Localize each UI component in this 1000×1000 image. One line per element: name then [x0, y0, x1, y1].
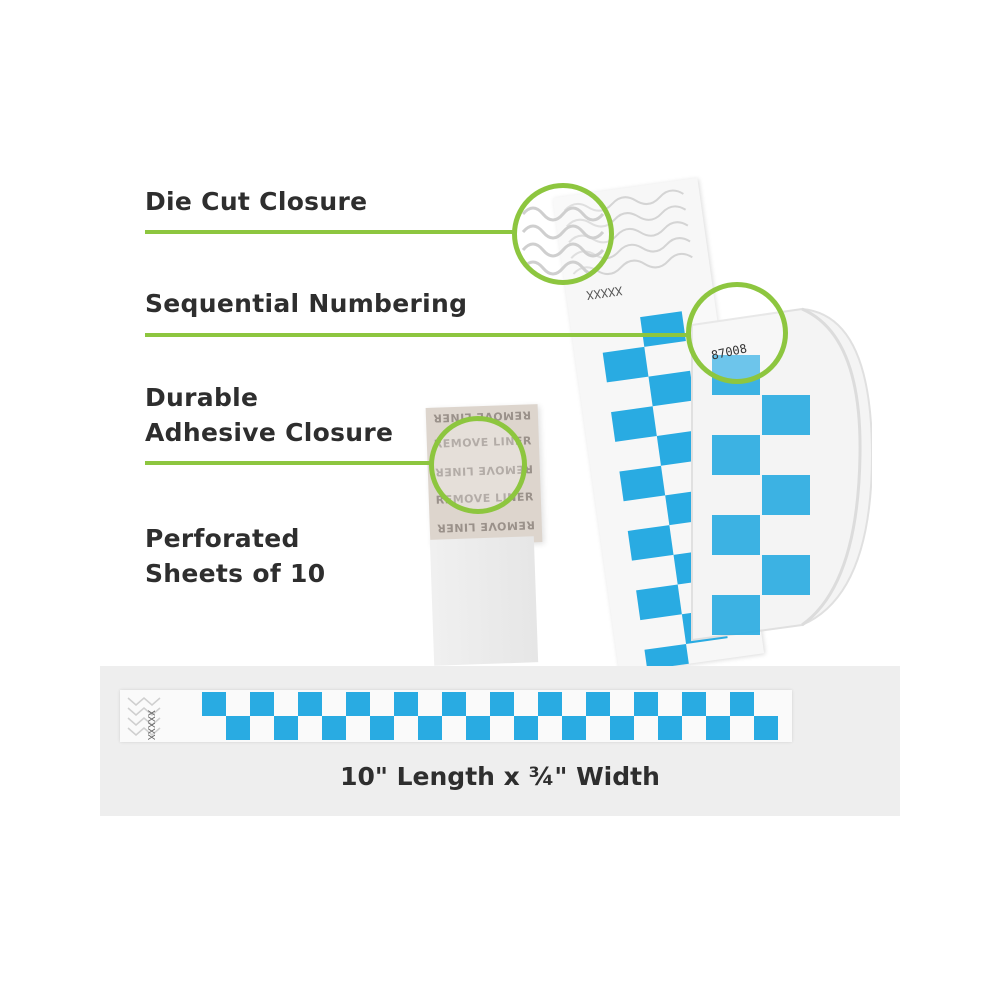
check-square — [586, 692, 610, 716]
check-square — [762, 395, 810, 435]
leader-line — [145, 333, 690, 337]
callout-adhesive — [429, 416, 527, 514]
check-square — [610, 716, 634, 740]
leader-line — [145, 230, 517, 234]
wristband-horizontal: XXXXX — [120, 690, 792, 742]
wristband-roll — [672, 295, 874, 645]
dimension-label: 10" Length x ¾" Width — [340, 762, 660, 791]
check-square — [762, 475, 810, 515]
check-square — [754, 716, 778, 740]
callout-numbering: 87008 — [686, 282, 788, 384]
check-square — [762, 555, 810, 595]
check-square — [730, 692, 754, 716]
check-square — [322, 716, 346, 740]
check-square — [202, 692, 226, 716]
check-square — [394, 692, 418, 716]
check-square — [682, 692, 706, 716]
check-square — [250, 692, 274, 716]
serial-number: 87008 — [709, 341, 749, 363]
die-cut-zoom-icon — [521, 206, 605, 276]
wristband-pattern — [127, 692, 778, 740]
check-square — [370, 716, 394, 740]
check-square — [538, 692, 562, 716]
check-square — [562, 716, 586, 740]
check-square — [619, 465, 666, 502]
feature-label-adhesive: Durable Adhesive Closure — [145, 383, 394, 447]
feature-label-perforated: Perforated Sheets of 10 — [145, 524, 326, 588]
liner-text: REMOVE LINER — [436, 518, 536, 535]
check-square — [514, 716, 538, 740]
check-square — [611, 406, 657, 442]
check-square — [712, 595, 760, 635]
curled-band-graphic — [691, 307, 874, 642]
check-square — [442, 692, 466, 716]
dimension-panel: XXXXX 10" Length x ¾" Width — [100, 666, 900, 816]
check-square — [298, 692, 322, 716]
check-square — [706, 716, 730, 740]
feature-label-numbering: Sequential Numbering — [145, 289, 468, 318]
number-placeholder: XXXXX — [145, 710, 156, 741]
check-square — [418, 716, 442, 740]
check-square — [658, 716, 682, 740]
wristband-tail — [429, 536, 539, 666]
check-square — [346, 692, 370, 716]
check-square — [712, 435, 760, 475]
check-square — [627, 525, 674, 561]
check-square — [648, 370, 695, 407]
check-square — [640, 311, 686, 347]
check-square — [602, 346, 649, 383]
callout-die-cut — [512, 183, 614, 285]
check-square — [274, 716, 298, 740]
feature-label-die-cut: Die Cut Closure — [145, 187, 368, 216]
check-square — [226, 716, 250, 740]
check-square — [490, 692, 514, 716]
leader-line — [145, 461, 433, 465]
check-square — [636, 584, 682, 621]
check-square — [634, 692, 658, 716]
check-square — [712, 515, 760, 555]
check-square — [466, 716, 490, 740]
